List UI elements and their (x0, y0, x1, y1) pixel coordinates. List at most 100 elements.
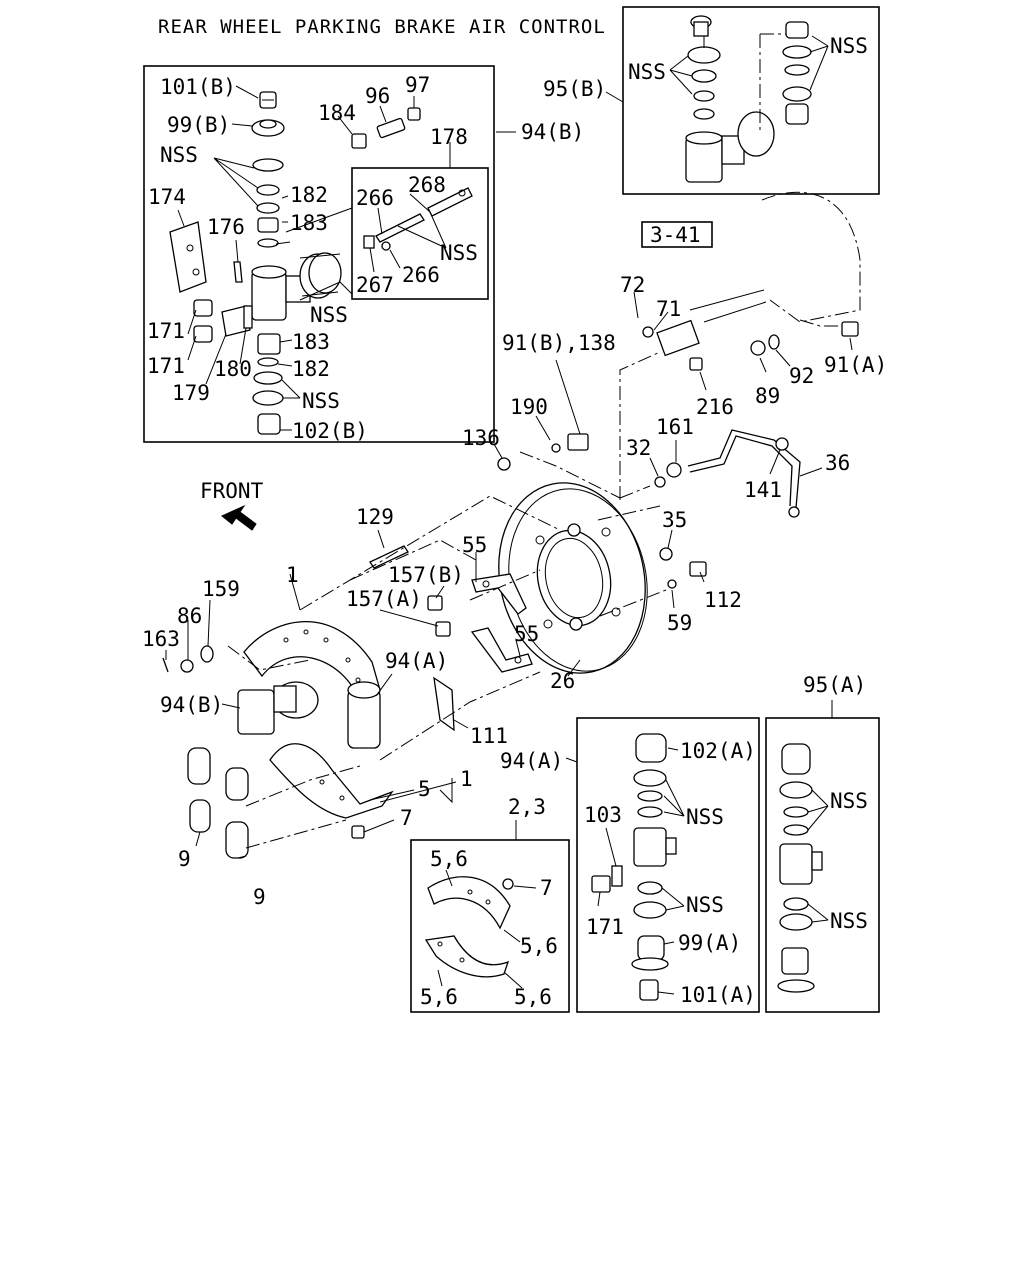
label-99A: 99(A) (678, 931, 741, 955)
part-5-6-shoe-b (424, 935, 510, 978)
label-32: 32 (626, 436, 651, 460)
part-1-brake-shoe-lower (269, 743, 394, 819)
label-171c: 171 (586, 915, 624, 939)
part-94A-ring-c (637, 881, 663, 895)
part-89-nut (750, 340, 766, 356)
part-101A-screw (639, 979, 659, 1001)
label-102A: 102(A) (680, 739, 756, 763)
part-95B-ring-b (693, 90, 715, 102)
label-136: 136 (462, 426, 500, 450)
label-103: 103 (584, 803, 622, 827)
label-71: 71 (656, 297, 681, 321)
part-95A-gear (777, 979, 815, 993)
part-95A-ring-a (783, 806, 809, 818)
label-59: 59 (667, 611, 692, 635)
label-nss-d: NSS (302, 389, 340, 413)
part-55-spring-plate-b (470, 627, 533, 673)
label-9a: 9 (178, 847, 191, 871)
frame-94A-detail (576, 717, 760, 1013)
part-94A-ring-b (637, 806, 663, 818)
label-266a: 266 (356, 186, 394, 210)
label-174: 174 (148, 185, 186, 209)
part-94B-valve-body (251, 252, 342, 321)
label-182b: 182 (292, 357, 330, 381)
label-5-6-c: 5,6 (420, 985, 458, 1009)
label-72: 72 (620, 273, 645, 297)
part-95B-ring-e (782, 86, 812, 102)
part-267-clip (363, 235, 375, 249)
part-91B-bolt (567, 433, 589, 451)
part-91A-bolt (841, 321, 859, 337)
part-95A-bushing (781, 947, 809, 975)
part-95B-ring-c (693, 108, 715, 120)
label-5-6-b: 5,6 (520, 934, 558, 958)
label-111: 111 (470, 724, 508, 748)
label-129: 129 (356, 505, 394, 529)
part-95A-body (779, 843, 823, 885)
part-95B-valve-body (685, 111, 775, 183)
label-7a: 7 (400, 806, 413, 830)
frame-ref-3-41 (641, 221, 713, 248)
part-95B-ring-d (784, 64, 810, 76)
part-95A-cap (781, 743, 811, 775)
part-95B-cap (785, 21, 809, 39)
part-5-6-shoe-a (427, 876, 511, 930)
label-161: 161 (656, 415, 694, 439)
label-112: 112 (704, 588, 742, 612)
frame-95B-detail (622, 6, 880, 195)
label-nss-j: NSS (830, 909, 868, 933)
part-nss-ring-2 (256, 202, 280, 214)
ref-box-3-41[interactable]: 3-41 (650, 223, 701, 247)
label-nss-b: NSS (440, 241, 478, 265)
label-216: 216 (696, 395, 734, 419)
part-183-bushing-b (257, 333, 281, 355)
label-94B-top: 94(B) (521, 120, 584, 144)
label-5-6-a: 5,6 (430, 847, 468, 871)
part-95B-bushing (785, 103, 809, 125)
part-101B-screw (259, 91, 277, 109)
part-190-washer (551, 443, 561, 453)
part-171-bolt-a (193, 299, 213, 317)
label-1b: 1 (460, 767, 473, 791)
label-92: 92 (789, 364, 814, 388)
part-159-washer (200, 645, 214, 663)
label-nss-g: NSS (686, 805, 724, 829)
part-94B-chamber (237, 681, 319, 735)
label-1a: 1 (286, 563, 299, 587)
label-nss-f: NSS (830, 34, 868, 58)
part-3-41-cable (656, 289, 767, 357)
part-96-fitting (376, 117, 406, 139)
part-71-washer (642, 326, 654, 338)
label-183b: 183 (292, 330, 330, 354)
part-163-pin (162, 657, 169, 673)
part-7-rivet (351, 825, 365, 839)
part-136-nut (497, 457, 511, 471)
label-55b: 55 (514, 622, 539, 646)
part-179-plate (221, 305, 251, 337)
label-5: 5 (418, 777, 431, 801)
label-182a: 182 (290, 183, 328, 207)
label-2-3: 2,3 (508, 795, 546, 819)
label-101B: 101(B) (160, 75, 236, 99)
part-176-pin (233, 261, 243, 283)
label-97: 97 (405, 73, 430, 97)
label-99B: 99(B) (167, 113, 230, 137)
part-95A-ring-b (783, 824, 809, 836)
part-184-fitting (351, 133, 367, 149)
part-97-cap (407, 107, 421, 121)
part-157A-bolt (435, 621, 451, 637)
part-26-backing-plate (498, 482, 648, 674)
frame-94B-detail (143, 65, 495, 443)
label-102B: 102(B) (292, 419, 368, 443)
label-91B-138: 91(B),138 (502, 331, 616, 355)
part-103-pin (611, 865, 623, 887)
label-94A-box: 94(A) (500, 749, 563, 773)
part-36-air-pipe (687, 429, 801, 518)
label-26: 26 (550, 669, 575, 693)
part-171-bolt-c (591, 875, 611, 893)
front-arrow-icon (221, 504, 257, 531)
part-95B-ring-a (691, 69, 717, 83)
label-55a: 55 (462, 533, 487, 557)
part-9-spring-b (225, 767, 249, 859)
label-nss-e: NSS (628, 60, 666, 84)
